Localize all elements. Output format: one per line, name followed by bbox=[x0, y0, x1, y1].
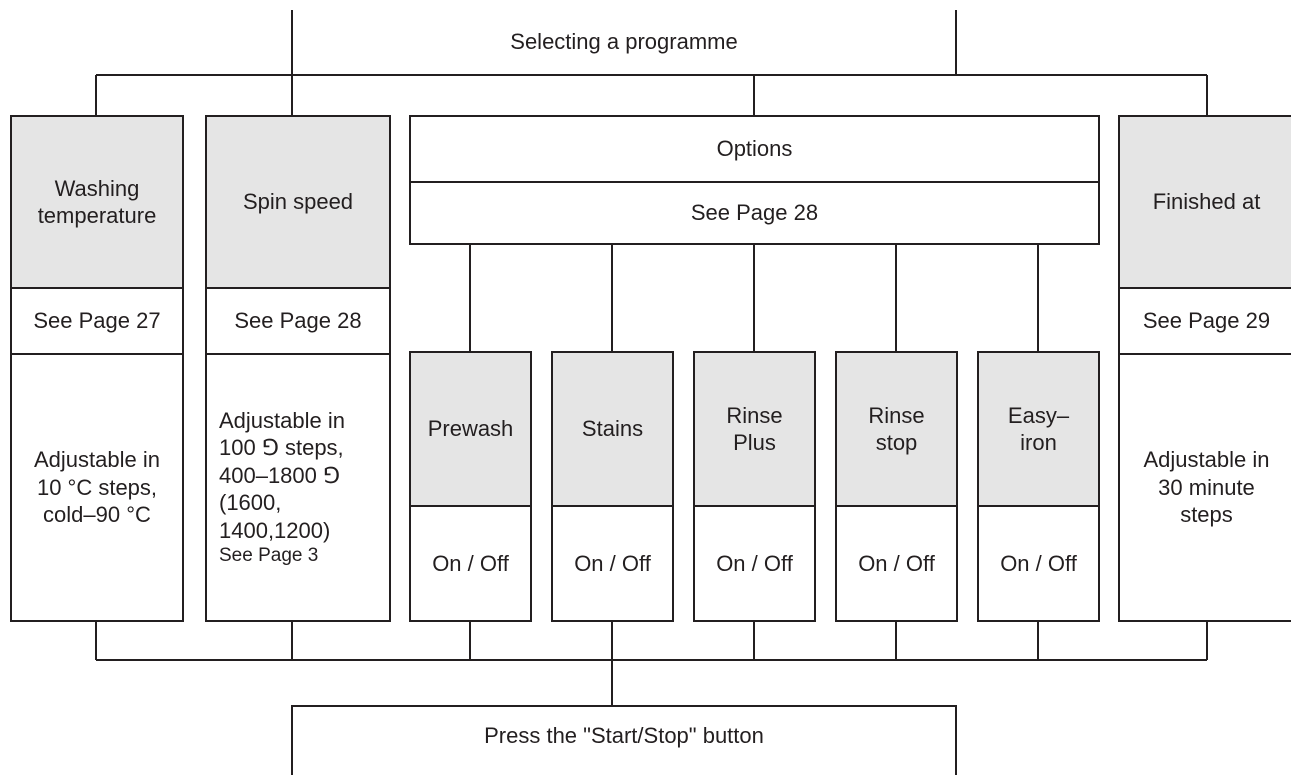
washing-temperature-details-line: cold–90 °C bbox=[43, 502, 151, 528]
washing-temperature-page-ref: See Page 27 bbox=[12, 287, 182, 353]
option-easy-iron-title-text: Easy– iron bbox=[1008, 402, 1069, 457]
options-page-ref: See Page 28 bbox=[411, 181, 1098, 243]
spin-speed-box: Spin speed See Page 28 Adjustable in 100… bbox=[205, 115, 391, 622]
spin-speed-details-ref: See Page 3 bbox=[219, 545, 319, 567]
spin-speed-details-line: 1400,1200) bbox=[219, 517, 331, 543]
finished-at-details-text: Adjustable in 30 minute steps bbox=[1144, 446, 1270, 529]
spin-speed-details: Adjustable in 100 ⅁ steps, 400–1800 ⅁ (1… bbox=[207, 353, 389, 620]
spin-speed-details-line: (1600, bbox=[219, 490, 282, 516]
finished-at-details: Adjustable in 30 minute steps bbox=[1120, 353, 1291, 620]
option-stains-state: On / Off bbox=[553, 505, 672, 620]
option-easy-iron-title-line: Easy– bbox=[1007, 402, 1070, 428]
option-prewash-state: On / Off bbox=[411, 505, 530, 620]
selecting-programme-box: Selecting a programme bbox=[291, 10, 957, 76]
finished-at-title-text: Finished at bbox=[1152, 189, 1261, 215]
washing-temperature-title-line: temperature bbox=[37, 203, 157, 228]
option-prewash-title: Prewash bbox=[411, 353, 530, 505]
washing-temperature-details-line: Adjustable in bbox=[34, 447, 160, 473]
option-easy-iron-state: On / Off bbox=[979, 505, 1098, 620]
option-rinse-stop-title-line: Rinse bbox=[868, 402, 925, 428]
finished-at-details-line: steps bbox=[1180, 502, 1233, 528]
finished-at-details-line: 30 minute bbox=[1158, 474, 1255, 500]
spin-speed-page-ref: See Page 28 bbox=[207, 287, 389, 353]
option-rinse-stop-state: On / Off bbox=[837, 505, 956, 620]
washing-temperature-title: Washing temperature bbox=[12, 117, 182, 287]
option-stains-title: Stains bbox=[553, 353, 672, 505]
option-rinse-plus-box: Rinse Plus On / Off bbox=[693, 351, 816, 622]
option-easy-iron-box: Easy– iron On / Off bbox=[977, 351, 1100, 622]
option-prewash-title-text: Prewash bbox=[427, 416, 514, 442]
options-box: Options See Page 28 bbox=[409, 115, 1100, 245]
option-easy-iron-title-line: iron bbox=[1020, 430, 1057, 455]
option-rinse-stop-box: Rinse stop On / Off bbox=[835, 351, 958, 622]
finished-at-title: Finished at bbox=[1120, 117, 1291, 287]
option-rinse-stop-title-text: Rinse stop bbox=[868, 402, 924, 457]
option-stains-title-text: Stains bbox=[581, 416, 644, 442]
option-rinse-plus-title-line: Rinse bbox=[726, 402, 783, 428]
start-stop-label: Press the "Start/Stop" button bbox=[484, 723, 764, 749]
option-rinse-plus-title: Rinse Plus bbox=[695, 353, 814, 505]
washing-temperature-box: Washing temperature See Page 27 Adjustab… bbox=[10, 115, 184, 622]
option-prewash-box: Prewash On / Off bbox=[409, 351, 532, 622]
spin-speed-details-line: Adjustable in bbox=[219, 407, 345, 433]
washing-temperature-details-line: 10 °C steps, bbox=[36, 474, 158, 500]
finished-at-page-ref-text: See Page 29 bbox=[1142, 308, 1271, 334]
option-rinse-plus-title-line: Plus bbox=[733, 430, 776, 455]
washing-temperature-details-text: Adjustable in 10 °C steps, cold–90 °C bbox=[34, 446, 160, 529]
start-stop-box: Press the "Start/Stop" button bbox=[291, 705, 957, 775]
washing-temperature-title-line: Washing bbox=[54, 175, 140, 201]
option-rinse-stop-title-line: stop bbox=[875, 430, 918, 455]
washing-temperature-title-text: Washing temperature bbox=[38, 175, 157, 230]
option-stains-box: Stains On / Off bbox=[551, 351, 674, 622]
finished-at-page-ref: See Page 29 bbox=[1120, 287, 1291, 353]
selecting-programme-label: Selecting a programme bbox=[510, 29, 738, 55]
option-rinse-plus-title-text: Rinse Plus bbox=[726, 402, 782, 457]
spin-speed-title: Spin speed bbox=[207, 117, 389, 287]
spin-speed-details-text: Adjustable in 100 ⅁ steps, 400–1800 ⅁ (1… bbox=[219, 407, 345, 568]
washing-temperature-details: Adjustable in 10 °C steps, cold–90 °C bbox=[12, 353, 182, 620]
option-easy-iron-title: Easy– iron bbox=[979, 353, 1098, 505]
finished-at-details-line: Adjustable in bbox=[1143, 447, 1270, 473]
finished-at-box: Finished at See Page 29 Adjustable in 30… bbox=[1118, 115, 1291, 622]
option-rinse-plus-state: On / Off bbox=[695, 505, 814, 620]
option-rinse-stop-title: Rinse stop bbox=[837, 353, 956, 505]
spin-speed-details-line: 400–1800 ⅁ bbox=[219, 462, 341, 488]
spin-speed-details-line: 100 ⅁ steps, bbox=[219, 435, 344, 461]
options-title: Options bbox=[716, 136, 793, 162]
